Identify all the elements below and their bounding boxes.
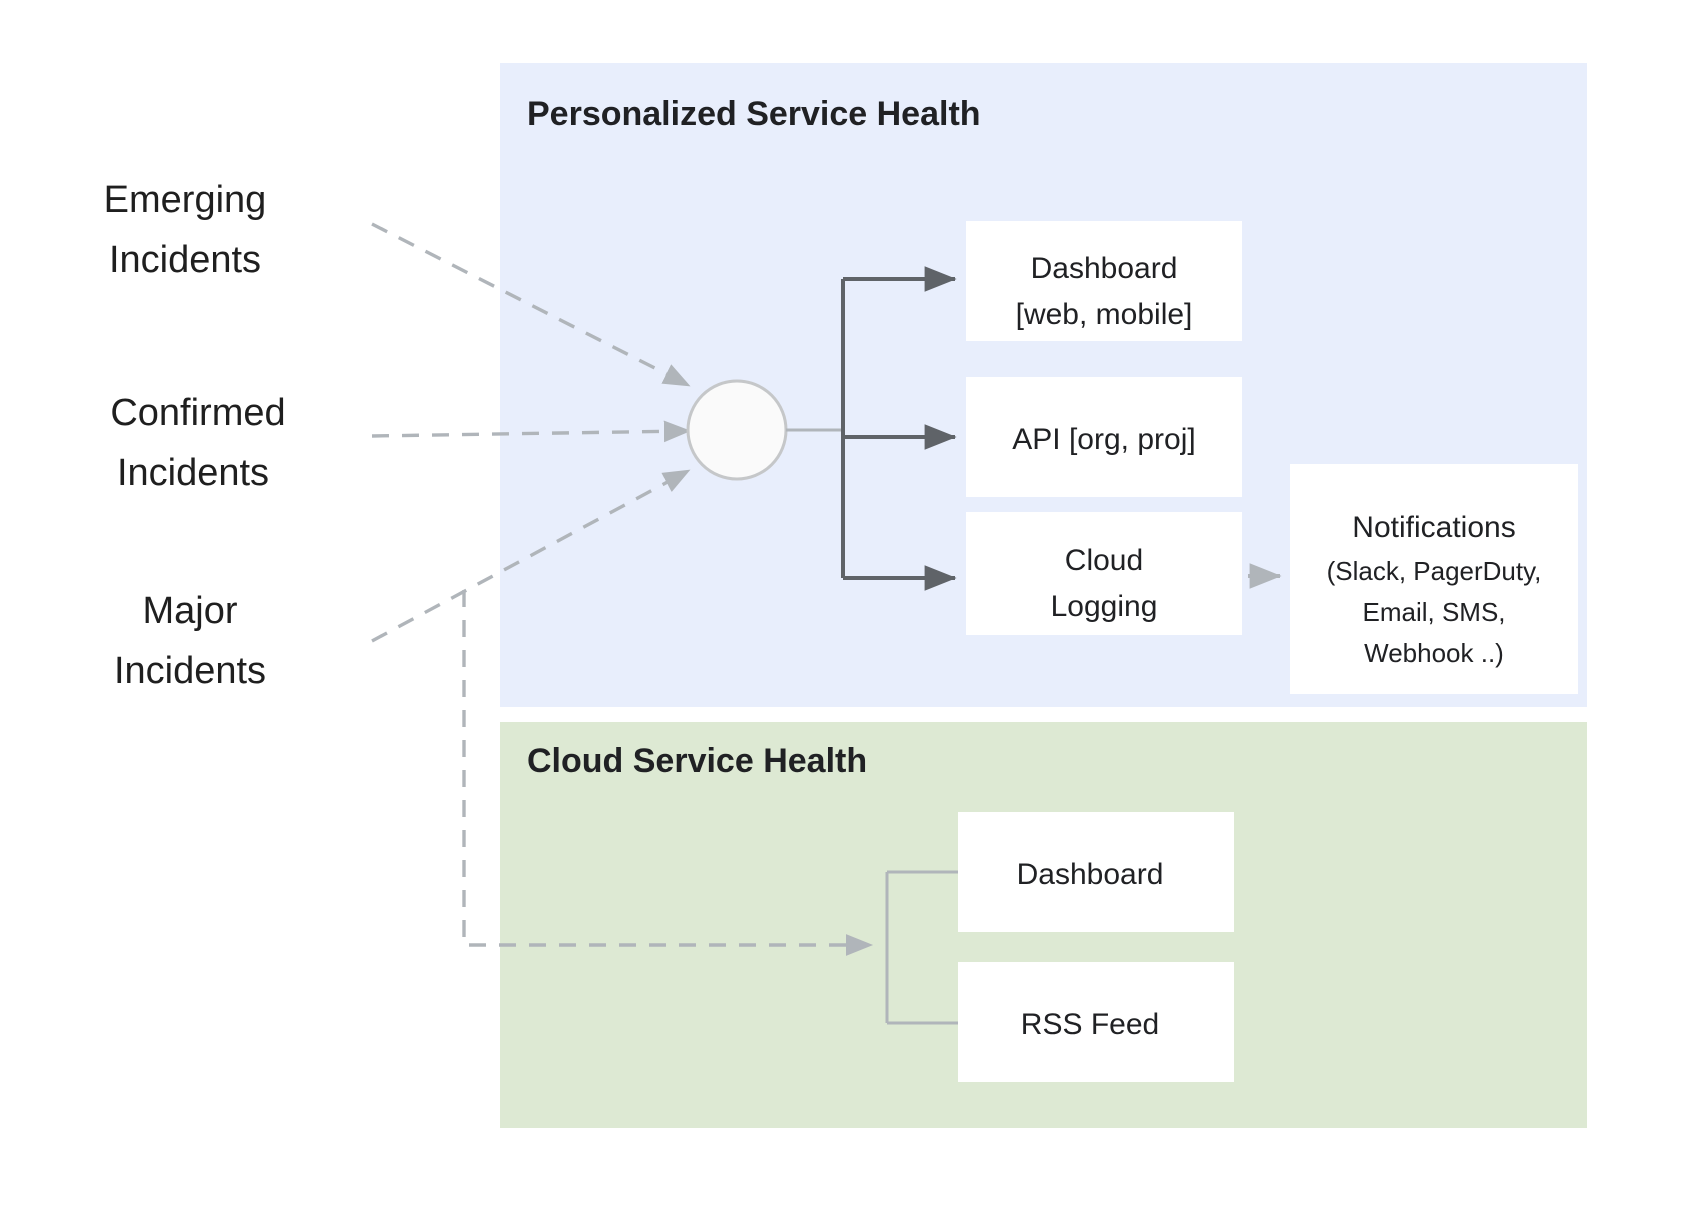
major-incidents-line2: Incidents	[114, 650, 266, 692]
csh-dashboard-label: Dashboard	[1017, 858, 1164, 891]
psh-api-box[interactable]	[966, 377, 1242, 497]
node-csh-rss-feed[interactable]: RSS Feed	[958, 962, 1234, 1082]
node-csh-dashboard[interactable]: Dashboard	[958, 812, 1234, 932]
confirmed-incidents-line1: Confirmed	[110, 392, 285, 434]
hub-fanout-edges	[786, 266, 957, 591]
psh-cloud-logging-label-line2: Logging	[1051, 590, 1158, 623]
emerging-incidents-line2: Incidents	[109, 239, 261, 281]
psh-notifications-label: Notifications	[1352, 511, 1515, 544]
major-incidents-line1: Major	[142, 590, 237, 632]
psh-dashboard-box[interactable]	[966, 221, 1242, 341]
hub-circle[interactable]	[686, 379, 788, 481]
psh-dashboard-label-line1: Dashboard	[1031, 252, 1178, 285]
psh-cloud-logging-box[interactable]	[966, 512, 1242, 635]
node-psh-dashboard[interactable]: Dashboard [web, mobile]	[966, 221, 1242, 341]
personalized-panel-title: Personalized Service Health	[527, 95, 981, 133]
dashed-input-edges	[371, 222, 874, 956]
psh-dashboard-label-line2: [web, mobile]	[1016, 298, 1193, 331]
node-psh-api[interactable]: API [org, proj]	[966, 377, 1242, 497]
input-label-confirmed-incidents: Confirmed Incidents	[110, 392, 285, 494]
csh-rss-feed-label: RSS Feed	[1021, 1008, 1159, 1041]
csh-dashboard-box[interactable]	[958, 812, 1234, 932]
edge-confirmed-to-hub	[371, 420, 692, 443]
psh-cloud-logging-label-line1: Cloud	[1065, 544, 1143, 577]
hub-node[interactable]	[686, 379, 788, 481]
input-label-emerging-incidents: Emerging Incidents	[104, 179, 267, 281]
psh-notifications-box[interactable]	[1290, 464, 1578, 694]
confirmed-incidents-line2: Incidents	[117, 452, 269, 494]
psh-api-label: API [org, proj]	[1012, 423, 1195, 456]
node-psh-notifications[interactable]: Notifications (Slack, PagerDuty, Email, …	[1290, 464, 1578, 694]
node-psh-cloud-logging[interactable]: Cloud Logging	[966, 512, 1242, 635]
psh-notifications-detail-line3: Webhook ..)	[1364, 638, 1504, 668]
csh-rss-feed-box[interactable]	[958, 962, 1234, 1082]
psh-notifications-detail-line2: Email, SMS,	[1362, 597, 1505, 627]
input-label-major-incidents: Major Incidents	[114, 590, 266, 692]
psh-notifications-detail-line1: (Slack, PagerDuty,	[1327, 556, 1542, 586]
cloud-panel-title: Cloud Service Health	[527, 742, 867, 780]
emerging-incidents-line1: Emerging	[104, 179, 267, 221]
csh-bracket-connector	[885, 870, 960, 1025]
